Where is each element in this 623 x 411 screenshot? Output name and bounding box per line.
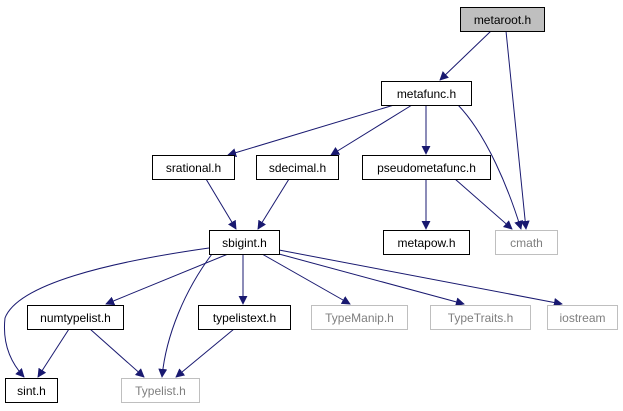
- node-box: [362, 155, 491, 180]
- edge-sbigint-to-numtypelist: [105, 253, 229, 306]
- node-sbigint[interactable]: sbigint.h: [209, 230, 280, 255]
- node-srational[interactable]: srational.h: [152, 155, 235, 180]
- edge-sbigint-to-typemanip: [261, 253, 351, 305]
- node-label: TypeTraits.h: [448, 311, 514, 325]
- node-cmath: cmath: [495, 230, 558, 255]
- node-pseudometafunc[interactable]: pseudometafunc.h: [362, 155, 491, 180]
- node-label: typelistext.h: [213, 311, 276, 325]
- node-sint[interactable]: sint.h: [5, 378, 58, 403]
- node-label: srational.h: [166, 161, 221, 175]
- edge-sdecimal-to-sbigint: [257, 178, 290, 230]
- edge-metafunc-to-srational: [227, 104, 395, 157]
- node-label: TypeManip.h: [325, 311, 394, 325]
- edge-numtypelist-to-sint: [37, 328, 70, 378]
- node-typemanip: TypeManip.h: [311, 305, 408, 330]
- node-label: sdecimal.h: [269, 161, 326, 175]
- node-box: [198, 305, 291, 330]
- nodes: metaroot.h metafunc.h srational.h sdecimal.…: [5, 7, 618, 403]
- edge-metaroot-to-metafunc: [439, 30, 492, 81]
- edge-typelistext-to-typelist: [175, 328, 235, 378]
- edge-sbigint-to-typetraits: [278, 253, 465, 307]
- node-box: [152, 155, 235, 180]
- node-box: [209, 230, 280, 255]
- edge-numtypelist-to-typelist: [89, 328, 145, 378]
- node-typetraits: TypeTraits.h: [430, 305, 531, 330]
- node-label: metapow.h: [397, 236, 455, 250]
- node-label: sbigint.h: [222, 236, 267, 250]
- node-label: cmath: [510, 236, 543, 250]
- node-metafunc[interactable]: metafunc.h: [381, 81, 472, 106]
- node-box: [547, 305, 618, 330]
- node-iostream: iostream: [547, 305, 618, 330]
- edge-sbigint-to-iostream: [278, 249, 563, 307]
- node-label: metaroot.h: [474, 13, 531, 27]
- node-box: [430, 305, 531, 330]
- edge-pseudometafunc-to-cmath: [454, 178, 513, 230]
- node-box: [121, 378, 200, 403]
- node-box: [256, 155, 339, 180]
- node-box: [460, 7, 545, 32]
- node-metaroot[interactable]: metaroot.h: [460, 7, 545, 32]
- node-box: [495, 230, 558, 255]
- node-box: [27, 305, 124, 330]
- node-label: sint.h: [17, 384, 46, 398]
- node-box: [311, 305, 408, 330]
- edge-sbigint-to-sint: [3, 247, 210, 378]
- node-box: [5, 378, 58, 403]
- node-label: metafunc.h: [397, 87, 456, 101]
- edge-metafunc-to-cmath: [457, 104, 523, 230]
- node-label: numtypelist.h: [40, 311, 111, 325]
- node-sdecimal[interactable]: sdecimal.h: [256, 155, 339, 180]
- edge-metafunc-to-sdecimal: [330, 104, 413, 156]
- node-typelist: Typelist.h: [121, 378, 200, 403]
- node-label: pseudometafunc.h: [377, 161, 476, 175]
- edge-metaroot-to-cmath: [505, 30, 530, 230]
- node-label: Typelist.h: [135, 384, 186, 398]
- edge-sbigint-to-typelist: [158, 253, 213, 378]
- edges: [3, 30, 563, 378]
- node-label: iostream: [559, 311, 605, 325]
- node-typelistext[interactable]: typelistext.h: [198, 305, 291, 330]
- node-box: [381, 81, 472, 106]
- node-numtypelist[interactable]: numtypelist.h: [27, 305, 124, 330]
- edge-srational-to-sbigint: [205, 178, 237, 230]
- node-box: [383, 230, 470, 255]
- node-metapow[interactable]: metapow.h: [383, 230, 470, 255]
